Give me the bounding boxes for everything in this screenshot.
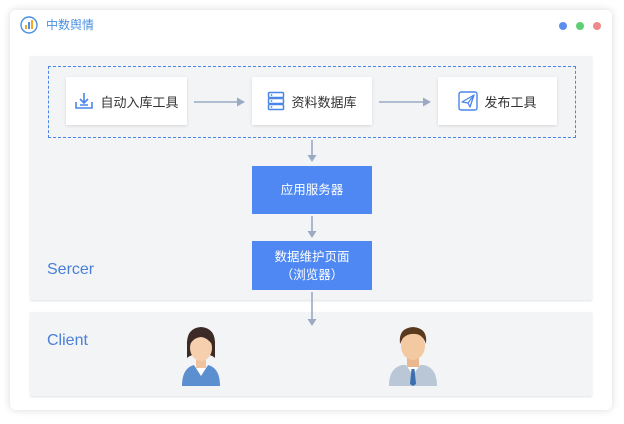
- maintenance-page-sublabel: （浏览器）: [280, 266, 344, 282]
- paper-plane-icon: [458, 91, 479, 111]
- app-title: 中数舆情: [46, 18, 95, 32]
- window-dot-red[interactable]: [593, 22, 601, 30]
- tools-group: [48, 66, 576, 138]
- database-icon: [268, 91, 285, 111]
- app-server-box: 应用服务器: [252, 166, 372, 214]
- window-dot-blue[interactable]: [559, 22, 567, 30]
- server-label: Sercer: [47, 261, 95, 278]
- maintenance-page-box: 数据维护页面 （浏览器）: [252, 241, 372, 290]
- tool-label: 自动入库工具: [100, 95, 179, 111]
- male-user-icon: [389, 327, 437, 386]
- client-panel: [30, 312, 592, 396]
- title-bar: 中数舆情: [10, 10, 612, 40]
- download-tray-icon: [75, 93, 94, 109]
- app-logo-icon: [20, 16, 38, 34]
- app-window: 中数舆情 自动入库工具 资料数据库 发布工具: [10, 10, 612, 410]
- tool-label: 发布工具: [484, 95, 537, 111]
- maintenance-page-label: 数据维护页面: [274, 248, 350, 264]
- female-user-icon: [182, 327, 220, 386]
- tool-label: 资料数据库: [291, 95, 357, 111]
- client-label: Client: [47, 332, 88, 349]
- app-server-label: 应用服务器: [280, 182, 344, 197]
- publish-tool: 发布工具: [438, 77, 557, 125]
- auto-import-tool: 自动入库工具: [66, 77, 187, 125]
- window-dot-green[interactable]: [576, 22, 584, 30]
- database-tool: 资料数据库: [252, 77, 372, 125]
